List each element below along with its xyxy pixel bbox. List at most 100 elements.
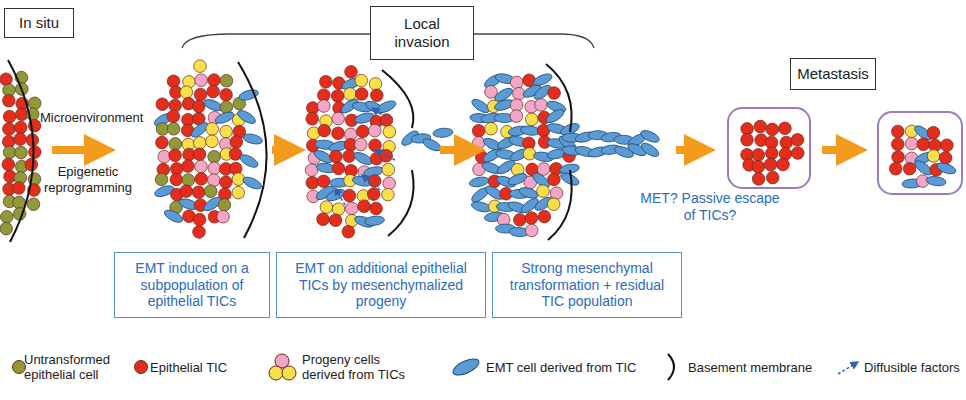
emt-cell [238, 152, 260, 170]
cell [193, 100, 206, 113]
cell [892, 151, 905, 164]
cell [167, 123, 180, 136]
cell [548, 87, 561, 100]
cell [332, 162, 345, 175]
cell [182, 174, 195, 187]
emt-cell [639, 128, 661, 144]
legend-text: Progeny cells derived from TICs [302, 353, 422, 383]
cell [220, 176, 233, 189]
cell [320, 201, 333, 214]
cell [14, 133, 27, 146]
emt-cell [236, 108, 258, 126]
legend-text: EMT cell derived from TIC [486, 361, 666, 376]
cell [204, 185, 217, 198]
cell [537, 163, 550, 176]
cell [167, 110, 180, 123]
process-label: Epigenetic reprogramming [40, 164, 136, 195]
node-text: Local invasion [377, 15, 467, 51]
cell [28, 97, 41, 110]
cell [195, 74, 208, 87]
cell [0, 73, 12, 86]
cell [220, 125, 233, 138]
cell [3, 110, 16, 123]
cell [156, 98, 169, 111]
cell [903, 162, 916, 175]
cell [180, 185, 193, 198]
emt-cell [518, 186, 540, 201]
cell [29, 146, 42, 159]
cell [331, 90, 344, 103]
cell [332, 112, 345, 125]
emt-cell [242, 132, 264, 146]
cell [383, 177, 396, 190]
cell [206, 123, 219, 136]
cell [306, 176, 319, 189]
cell [889, 162, 902, 175]
stage-caption-box: EMT induced on a subpopulation of epithe… [114, 252, 270, 318]
cell [525, 113, 538, 126]
process-label: Microenvironment [40, 110, 136, 126]
stage-arrow [52, 146, 852, 154]
cell [514, 214, 527, 227]
cell [766, 147, 779, 160]
cell [220, 74, 233, 87]
cell [305, 164, 318, 177]
cell [369, 139, 382, 152]
node-text: In situ [19, 14, 59, 32]
cell [927, 150, 940, 163]
cell [525, 224, 538, 237]
node-text: Metastasis [797, 65, 869, 83]
cell [306, 113, 319, 126]
stage-caption-box: Strong mesenchymal transformation + resi… [492, 252, 682, 318]
cell [791, 134, 804, 147]
cell [382, 163, 395, 176]
cell [892, 138, 905, 151]
emt-cell [163, 208, 185, 225]
cell [343, 189, 356, 202]
cell [905, 137, 918, 150]
cell [220, 89, 233, 102]
cell [195, 160, 208, 173]
cell [169, 149, 182, 162]
cell [525, 212, 538, 225]
legend-text: Untransformed epithelial cell [24, 353, 124, 383]
cell [3, 146, 16, 159]
cell [344, 88, 357, 101]
cell [523, 147, 536, 160]
basement-membrane [8, 60, 572, 242]
legend-text: Diffusible factors [864, 361, 964, 376]
cell [156, 136, 169, 149]
cell [382, 188, 395, 201]
cell [208, 174, 221, 187]
cell [3, 94, 16, 107]
cell [779, 122, 792, 135]
cell [156, 123, 169, 136]
cell [357, 125, 370, 138]
cell [193, 213, 206, 226]
stage-caption-box: EMT on additional epithelial TICs by mes… [276, 252, 486, 318]
cell [12, 182, 25, 195]
cell [355, 138, 368, 151]
cell [169, 99, 182, 112]
cell [472, 125, 485, 138]
cell [927, 126, 940, 139]
cell [523, 74, 536, 87]
emt-cell [433, 127, 454, 138]
cell [194, 60, 207, 73]
legend-swatch [134, 360, 148, 374]
cell [220, 101, 233, 114]
cell [25, 158, 38, 171]
cell [232, 186, 245, 199]
cell [538, 210, 551, 223]
cell [15, 146, 28, 159]
stage-title-box: Metastasis [790, 58, 876, 90]
cell [369, 124, 382, 137]
cell [371, 89, 384, 102]
cell [167, 75, 180, 88]
cell [777, 158, 790, 171]
cell [208, 74, 221, 87]
cell [754, 120, 767, 133]
cell [192, 186, 205, 199]
legend-text: Epithelial TIC [150, 361, 250, 376]
node-text: EMT on additional epithelial TICs by mes… [283, 260, 479, 310]
